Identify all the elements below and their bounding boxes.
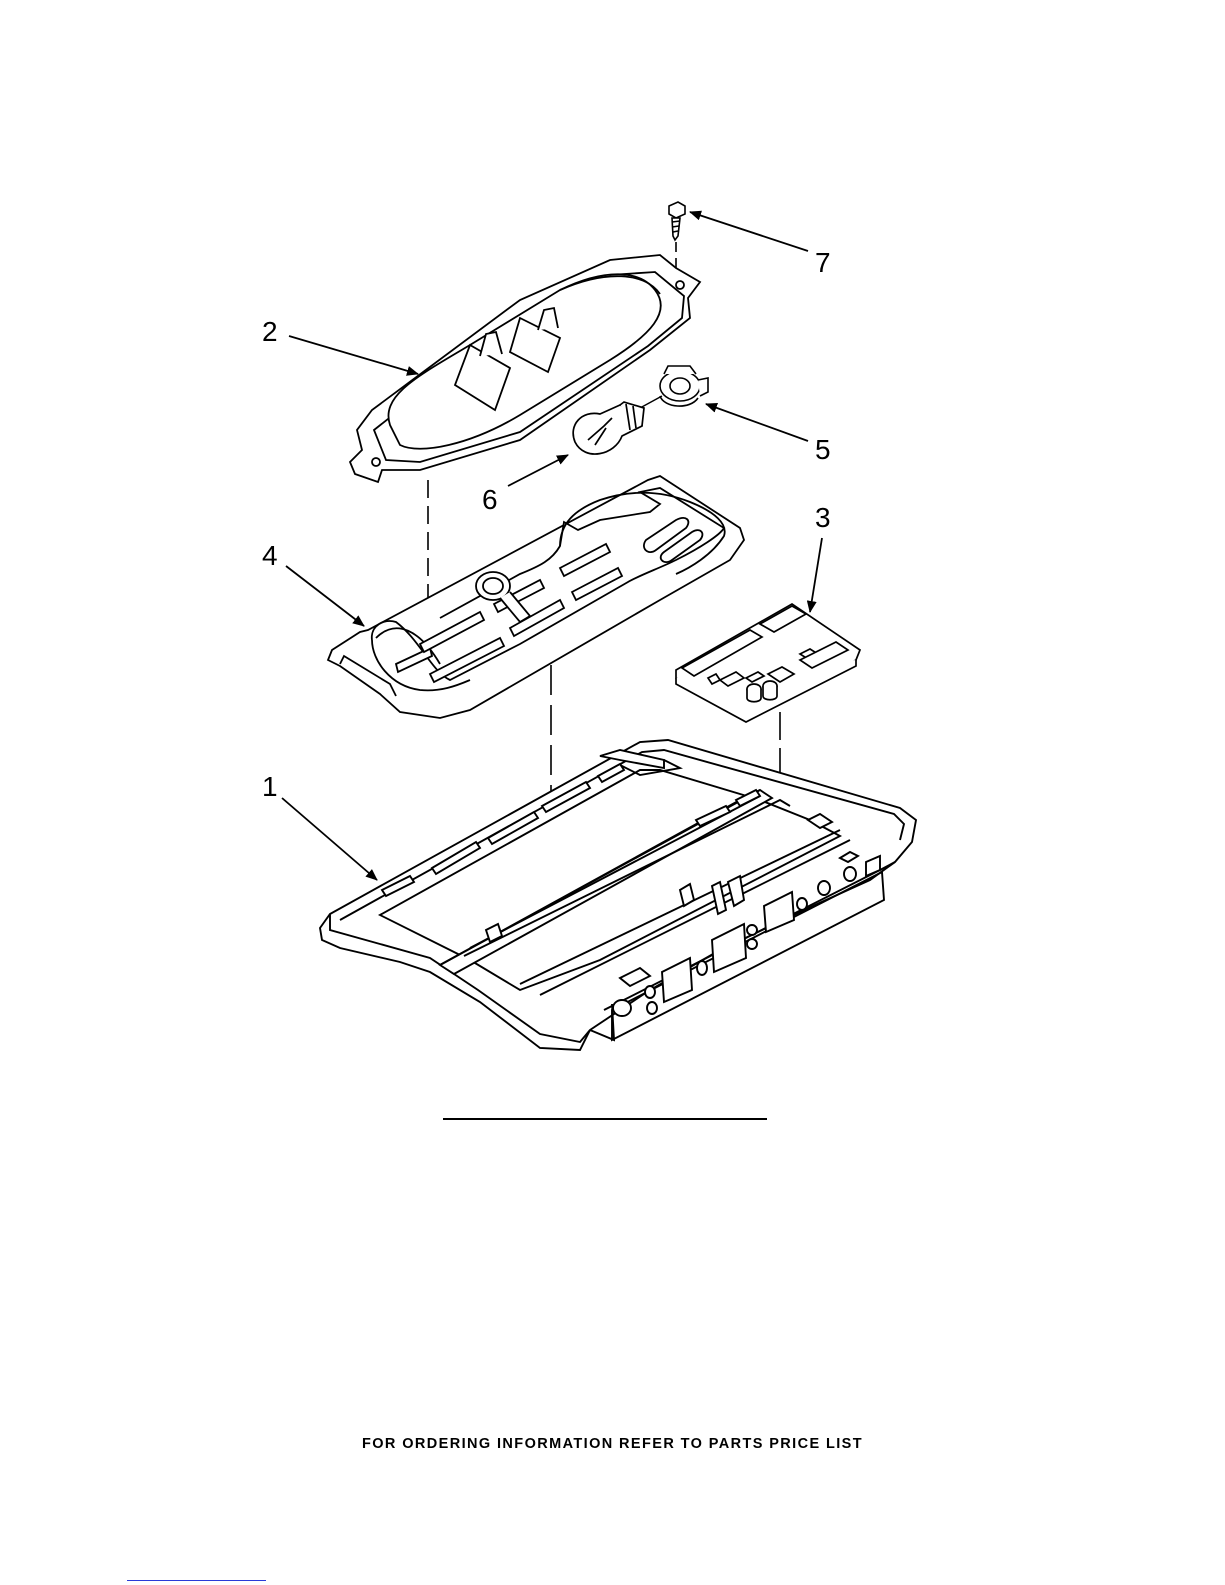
socket-part-5 [660, 366, 708, 406]
callout-label-1: 1 [262, 773, 278, 801]
arrow-callout-1 [282, 798, 377, 880]
arrow-callout-6 [508, 455, 568, 486]
bulb-part-6 [573, 402, 644, 454]
callout-label-4: 4 [262, 542, 278, 570]
bottom-link-underline [127, 1580, 266, 1581]
control-board-part-3 [676, 604, 860, 722]
arrow-callout-2 [289, 336, 418, 374]
separator-rule [443, 1118, 767, 1120]
callout-label-7: 7 [815, 249, 831, 277]
callout-label-6: 6 [482, 486, 498, 514]
console-base-part-1 [320, 740, 916, 1050]
socket-wire [640, 396, 662, 408]
callout-label-2: 2 [262, 318, 278, 346]
ordering-info-note: FOR ORDERING INFORMATION REFER TO PARTS … [0, 1436, 1225, 1452]
arrow-callout-7 [690, 212, 808, 251]
arrow-callout-3 [810, 538, 822, 612]
callout-label-5: 5 [815, 436, 831, 464]
arrow-callout-4 [286, 566, 364, 626]
screw-part-7 [669, 202, 685, 240]
callout-label-3: 3 [815, 504, 831, 532]
arrow-callout-5 [706, 404, 808, 441]
